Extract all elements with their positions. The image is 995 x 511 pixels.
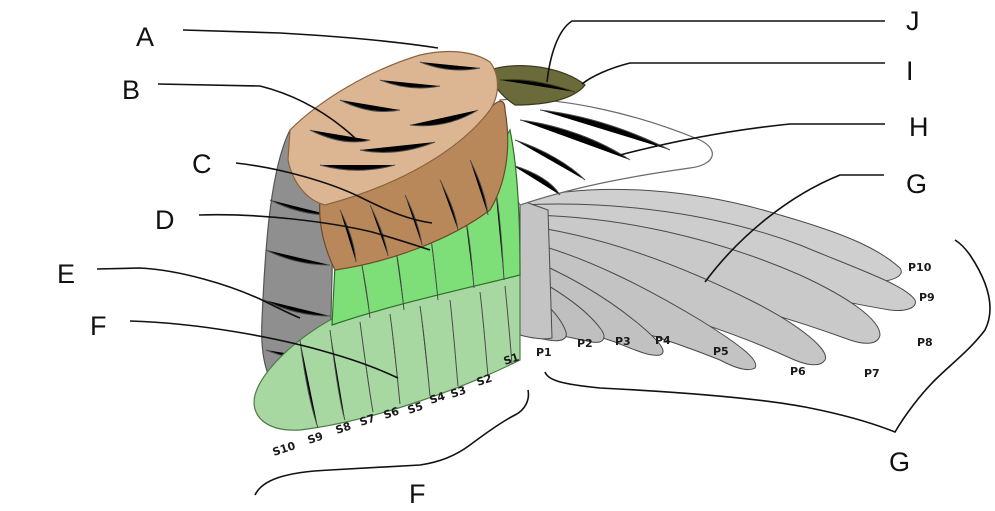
secondary-label-s9: S9 xyxy=(306,430,325,447)
callout-c: C xyxy=(192,149,212,179)
primary-label-p2: P2 xyxy=(577,337,593,350)
primary-label-p5: P5 xyxy=(713,345,729,358)
callout-i: I xyxy=(906,56,914,86)
bracket-label-secondaries: F xyxy=(409,479,426,509)
primary-label-p9: P9 xyxy=(919,291,935,304)
primary-label-p4: P4 xyxy=(655,334,671,347)
secondary-label-s10: S10 xyxy=(271,439,297,459)
primary-label-p10: P10 xyxy=(908,261,932,274)
callout-a: A xyxy=(136,22,154,52)
primary-label-p8: P8 xyxy=(917,336,933,349)
callout-h: H xyxy=(909,112,929,142)
primary-label-p6: P6 xyxy=(790,365,806,378)
callout-g: G xyxy=(906,169,927,199)
bracket-label-primaries: G xyxy=(889,447,910,477)
primary-label-p7: P7 xyxy=(864,367,880,380)
callout-d: D xyxy=(155,205,175,235)
callout-b: B xyxy=(122,75,140,105)
callout-e: E xyxy=(57,259,75,289)
primary-label-p3: P3 xyxy=(615,335,631,348)
primary-label-p1: P1 xyxy=(536,346,552,359)
callout-f: F xyxy=(90,311,107,341)
callout-j: J xyxy=(906,6,920,36)
